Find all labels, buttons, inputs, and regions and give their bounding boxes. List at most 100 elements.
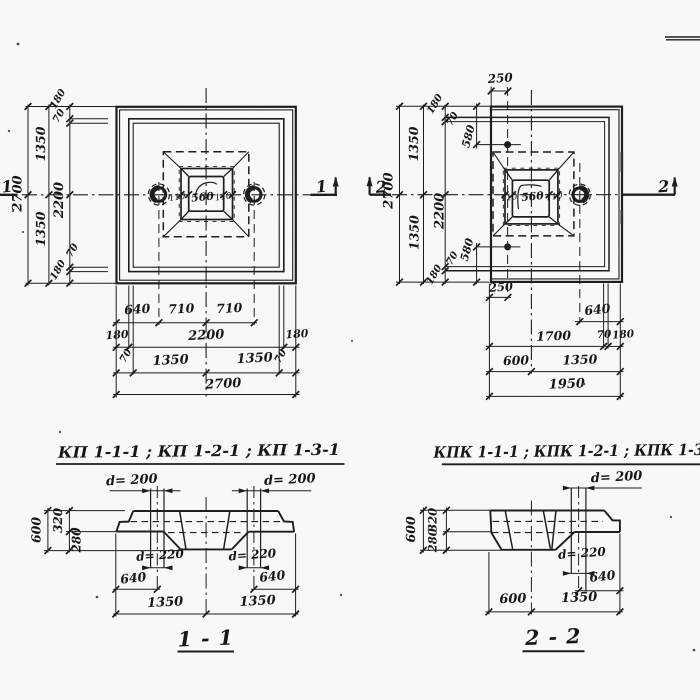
dim-tick — [65, 114, 74, 123]
dim-tick — [291, 609, 300, 619]
dim-tick — [574, 586, 583, 595]
dim-tick — [487, 86, 496, 96]
kpk-dim-640: 640 — [584, 300, 612, 318]
kp-dim-1350-left: 1350 — [152, 352, 189, 369]
dim-tick — [472, 102, 481, 111]
dim-tick — [111, 585, 120, 594]
scan-speck — [11, 209, 15, 213]
kpk-scribble — [517, 184, 542, 210]
section-1-dim-1350-left: 1350 — [147, 594, 184, 611]
dim-tick — [65, 119, 74, 128]
dim-tick — [500, 190, 510, 199]
dim-extension-lines — [396, 105, 491, 283]
dim-ticks — [111, 585, 300, 619]
section-2-d200: d= 200 — [590, 469, 642, 487]
dim-tick — [527, 367, 536, 376]
dim-extension-lines — [44, 508, 181, 553]
dim-tick — [441, 266, 450, 275]
dim-arrow — [164, 565, 173, 571]
kpk-dim-1350-bottom: 1350 — [407, 215, 422, 250]
dim-arrow — [260, 565, 270, 571]
dim-tick — [184, 190, 193, 199]
plan-kpk-left-dims: 2700 1350 1350 180 70 580 2200 580 70 18… — [382, 92, 491, 287]
dim-tick — [485, 293, 494, 302]
dim-extension-lines — [485, 533, 624, 615]
dim-tick — [65, 267, 74, 276]
section-1: КП 1-1-1 ; КП 1-2-1 ; КП 1-3-1 d= 200 d=… — [29, 440, 345, 653]
kpk-dim-600: 600 — [503, 352, 530, 368]
kp-dim-710-left: 710 — [168, 300, 195, 316]
dim-arrows — [671, 176, 678, 187]
dim-arrow — [562, 571, 572, 576]
kpk-110-ticks — [500, 190, 562, 199]
section-2: КПК 1-1-1 ; КПК 1-2-1 ; КПК 1-3-1 d= 200… — [403, 440, 700, 653]
dim-tick — [44, 102, 53, 111]
dim-tick — [503, 86, 512, 96]
dim-arrow — [260, 488, 270, 494]
dim-tick — [508, 190, 517, 199]
kp-dim-2200v: 2200 — [52, 182, 67, 219]
dim-tick — [65, 102, 74, 111]
dim-arrow — [164, 488, 173, 494]
section-1-label: 1 - 1 — [177, 626, 234, 652]
kp-dim-1350-top: 1350 — [33, 126, 48, 161]
kp-110-ticks — [176, 190, 237, 199]
dim-tick — [65, 279, 74, 288]
dim-tick — [395, 102, 404, 111]
dim-tick — [65, 506, 74, 515]
kp-dim-1350-right: 1350 — [236, 350, 273, 367]
scan-artifacts — [7, 36, 700, 652]
section-mark-1-right: 1 — [310, 176, 339, 197]
dim-tick — [616, 317, 625, 326]
kp-recess-diagonals — [162, 151, 250, 238]
dim-arrows — [332, 176, 339, 187]
dim-tick — [604, 342, 613, 351]
kp-outer-edge — [115, 105, 297, 285]
kpk-loop-pointer-lines — [476, 144, 521, 248]
section-2-title: КПК 1-1-1 ; КПК 1-2-1 ; КПК 1-3-1 — [432, 440, 700, 462]
kp-dim-180-left: 180 — [105, 328, 129, 343]
dim-tick — [395, 278, 404, 287]
dim-tick — [395, 190, 404, 199]
scan-speck — [21, 230, 25, 234]
dim-tick — [472, 140, 481, 149]
dim-tick — [23, 279, 33, 288]
dim-arrow — [142, 488, 151, 494]
section-2-label: 2 - 2 — [524, 624, 582, 650]
dim-extension-lines — [115, 285, 297, 398]
scan-speck — [58, 430, 62, 434]
dim-arrows — [366, 176, 373, 187]
dim-ticks — [43, 506, 74, 555]
kp-dim-640: 640 — [124, 301, 151, 318]
scan-speck — [692, 648, 696, 652]
section-mark-1-left-label: 1 — [0, 176, 13, 196]
dim-tick — [616, 367, 625, 376]
dim-arrows — [142, 488, 270, 494]
dim-ticks — [419, 506, 451, 555]
kp-dim-180-right: 180 — [285, 327, 309, 342]
dim-tick — [112, 343, 121, 352]
dim-tick — [124, 343, 133, 352]
dim-arrows — [562, 485, 595, 491]
kpk-dim-1350-top: 1350 — [406, 126, 421, 161]
kp-dim-2200h: 2200 — [187, 327, 225, 344]
dim-arrows — [142, 565, 270, 571]
dim-tick — [111, 609, 120, 619]
section-mark-2-left-label: 2 — [374, 177, 387, 197]
dim-tick — [485, 367, 494, 376]
dim-tick — [616, 342, 625, 351]
section-1-opening-walls — [178, 510, 231, 549]
section-mark-2-right-label: 2 — [656, 177, 669, 197]
section-2-d220: d= 220 — [558, 545, 607, 562]
kpk-opening-square — [511, 179, 551, 218]
scan-speck — [350, 339, 354, 343]
dim-tick — [65, 263, 74, 272]
dim-tick — [44, 279, 53, 288]
dim-tick — [419, 190, 428, 199]
scan-speck — [7, 129, 11, 133]
dim-arrow — [332, 176, 339, 187]
plan-kpk: 110 560 110 — [392, 87, 624, 374]
section-1-dim-640-left: 640 — [119, 569, 147, 587]
